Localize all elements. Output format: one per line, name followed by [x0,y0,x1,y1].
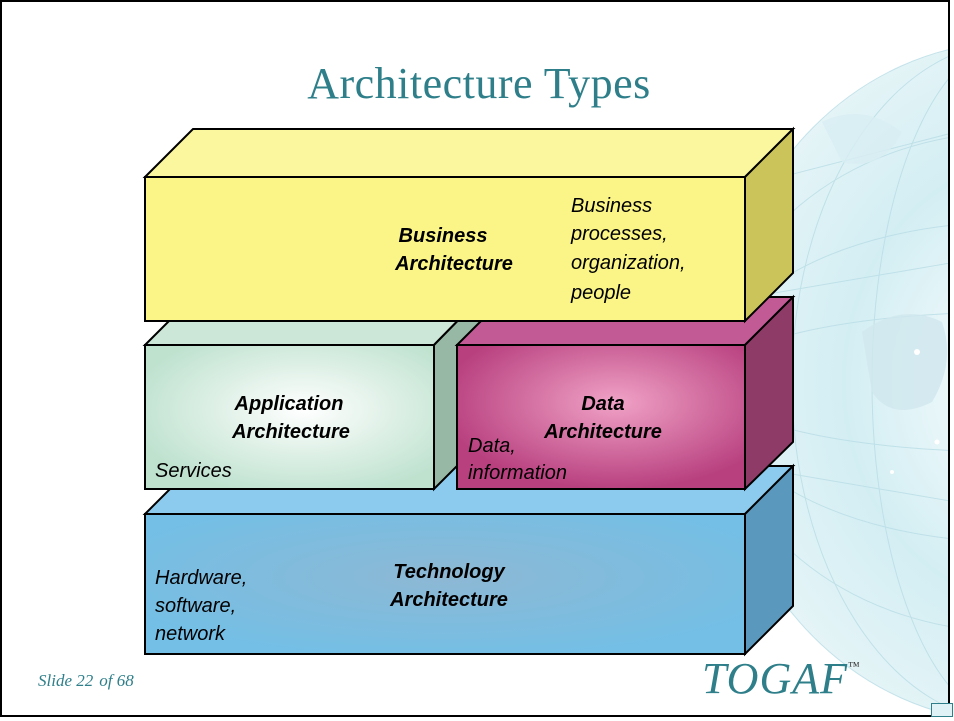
business-note-line4: people [570,282,631,304]
business-note-line1: Business [571,195,652,217]
data-title-line2: Architecture [543,421,662,443]
togaf-logo: TOGAF™ [702,653,861,704]
slide-corner-box [931,703,953,717]
data-note-line1: Data, [468,435,516,457]
slide-label: Slide 22 [38,671,94,690]
slide-title: Architecture Types [307,59,651,108]
application-architecture-block: Application Architecture Services [142,294,484,492]
technology-note-line1: Hardware, [155,567,247,589]
technology-title-line2: Architecture [389,589,508,611]
technology-title-line1: Technology [393,561,505,583]
business-note-line3: organization, [571,252,686,274]
business-note-line2: processes, [570,223,668,245]
application-title-line1: Application [234,393,344,415]
business-title-line1: Business [399,225,488,247]
data-note-line2: information [468,462,567,484]
togaf-logo-text: TOGAF [702,654,848,703]
data-architecture-block: Data Architecture Data, information [454,294,796,492]
slide-of-label: of 68 [99,671,134,690]
technology-note-line2: software, [155,595,236,617]
business-architecture-block: Business Architecture Business processes… [142,126,796,324]
technology-architecture-block: Technology Architecture Hardware, softwa… [142,463,796,657]
slide-number: Slide 22 of 68 [38,671,140,691]
application-note-line1: Services [155,460,232,482]
technology-note-line3: network [155,623,226,645]
application-title-line2: Architecture [231,421,350,443]
data-title-line1: Data [581,393,624,415]
business-title-line2: Architecture [394,253,513,275]
trademark-symbol: ™ [847,659,861,673]
